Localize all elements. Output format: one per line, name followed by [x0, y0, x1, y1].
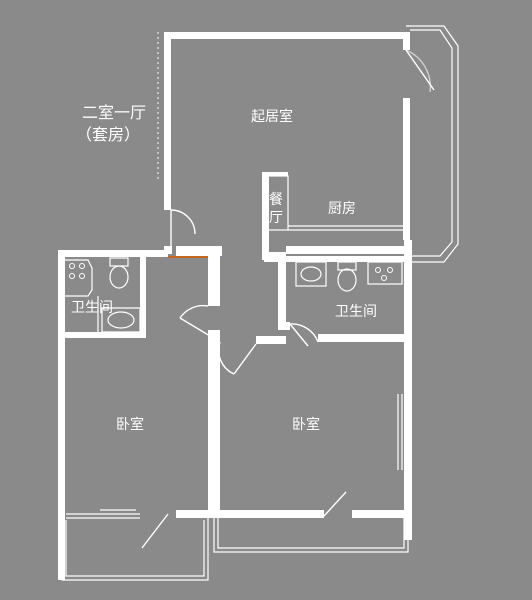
threshold — [168, 256, 208, 258]
balcony-door-left — [141, 513, 169, 549]
sink-icon — [101, 307, 141, 333]
bathroom-right-walls — [264, 240, 412, 540]
bathroom-right-label: 卫生间 — [335, 304, 377, 320]
bathroom-left-walls — [58, 246, 286, 580]
living-room-label: 起居室 — [251, 108, 293, 125]
plan-title-line1: 二室一厅 — [82, 103, 146, 122]
bedroom-left-label: 卧室 — [116, 416, 144, 433]
toilet-icon — [109, 257, 129, 289]
window-right-bedroom — [397, 394, 403, 470]
balcony-left — [61, 518, 209, 581]
dining-label-2: 厅 — [269, 210, 283, 226]
bedroom-right-walls — [212, 510, 412, 518]
balcony-door-right — [323, 491, 347, 517]
sink-icon-right — [295, 261, 327, 287]
toilet-icon-right — [337, 261, 357, 292]
plan-title-line2: （套房） — [76, 125, 140, 144]
window-left-bedroom — [66, 509, 140, 519]
bathtub-icon — [65, 259, 93, 297]
bedroom-right-label: 卧室 — [292, 416, 320, 433]
kitchen-label: 厨房 — [328, 201, 356, 217]
dining-kitchen — [262, 172, 404, 231]
bathroom-left-label: 卫生间 — [71, 300, 113, 316]
living-room-walls — [164, 32, 410, 256]
bedroom-left-walls — [58, 338, 220, 520]
balcony-right — [213, 518, 409, 553]
shower-icon-right — [367, 261, 403, 285]
dining-counter — [263, 175, 289, 231]
balcony-door — [405, 49, 435, 91]
bay-window — [405, 25, 459, 263]
bathroom-door-right — [289, 323, 319, 347]
bedroom-door-right — [217, 341, 257, 375]
dining-label-1: 餐 — [269, 192, 283, 208]
